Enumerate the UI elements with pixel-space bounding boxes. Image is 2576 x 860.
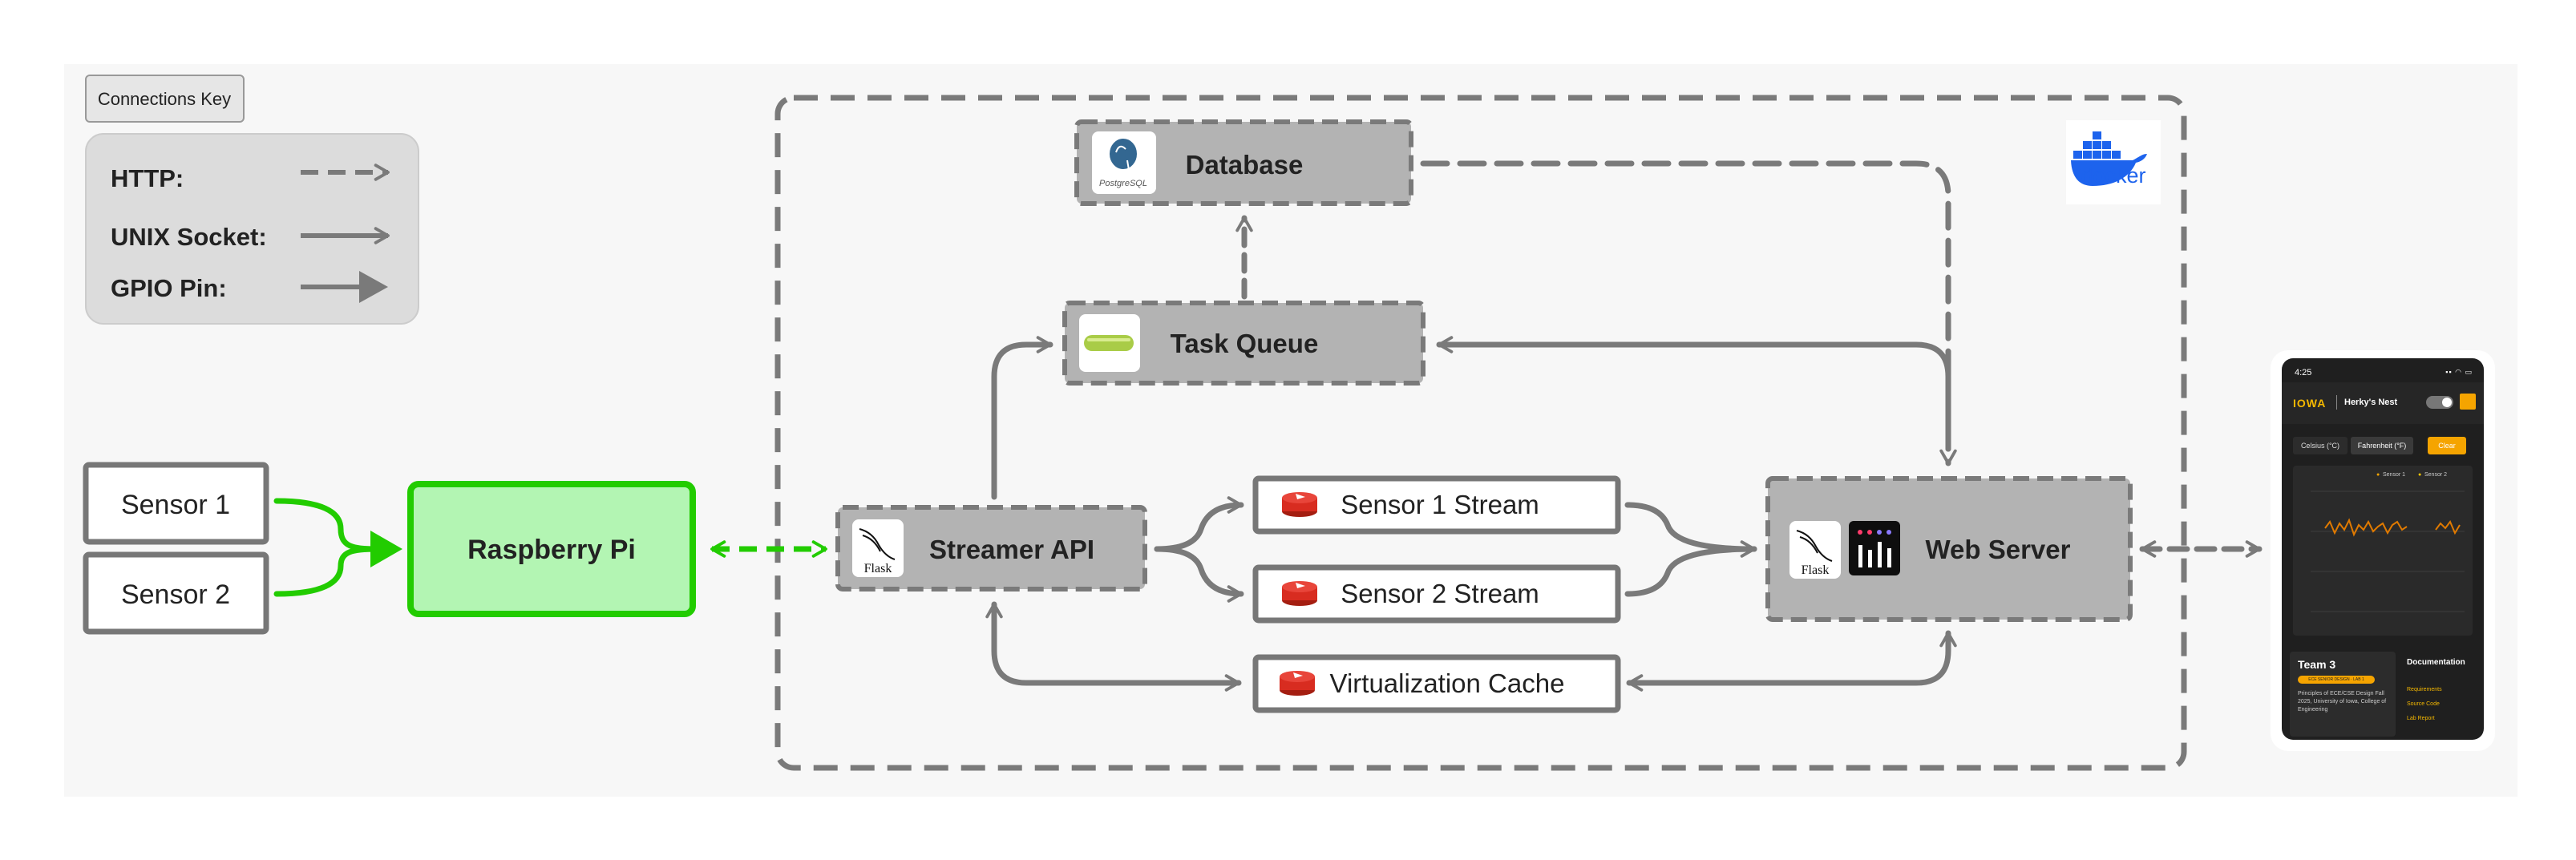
unit-selector: Celsius (°C) Fahrenheit (°F) Clear (2293, 437, 2473, 459)
docker-logo-text: docker (2081, 164, 2145, 188)
fahrenheit-button[interactable]: Fahrenheit (°F) (2351, 437, 2413, 454)
temperature-chart: ● Sensor 1 ● Sensor 2 (2293, 466, 2473, 636)
sensor1-stream-to-webserver (1624, 502, 1757, 558)
connections-key-label: Connections Key (98, 89, 231, 109)
streamer-to-taskqueue (991, 336, 1053, 500)
database-label: Database (1186, 150, 1304, 180)
sensor-1-node (83, 462, 269, 545)
sensor-2-stream-label: Sensor 2 Stream (1341, 579, 1539, 608)
legend-dot-1: ● (2376, 472, 2380, 478)
sensor-1-label: Sensor 1 (121, 490, 230, 520)
internal-connections (985, 160, 2263, 692)
streamer-cache-link (985, 601, 1242, 692)
phone-screen: 4:25 ▪▪ ◠ ▭ IOWA Herky's Nest Celsius (°… (2282, 358, 2484, 740)
phone-status-icons: ▪▪ ◠ ▭ (2445, 368, 2473, 376)
database-node (1074, 119, 1413, 206)
legend-sensor-1: Sensor 1 (2383, 472, 2406, 478)
docker-whale-icon (2071, 131, 2147, 186)
virtualization-cache-node (1252, 654, 1621, 713)
toggle-knob (2442, 398, 2452, 407)
clear-button[interactable]: Clear (2428, 437, 2466, 454)
flask-logo-text-webserver: Flask (1802, 563, 1830, 577)
sensor2-stream-to-webserver (1624, 546, 1757, 597)
postgres-logo-text: PostgreSQL (1099, 179, 1147, 188)
streamer-api-node (835, 505, 1147, 592)
redis-icon (1280, 671, 1315, 696)
metrics-bars-icon (1858, 530, 1891, 567)
team-card: Team 3 ECE SENIOR DESIGN · LAB 1 Princip… (2290, 652, 2396, 737)
web-server-label: Web Server (1926, 535, 2071, 564)
phone-time: 4:25 (2295, 368, 2312, 378)
flask-horn-icon (1796, 530, 1833, 562)
docker-logo: docker (2066, 120, 2161, 204)
streamer-to-sensor1-stream (1154, 496, 1244, 552)
menu-button[interactable] (2460, 394, 2476, 410)
streamer-api-label: Streamer API (929, 535, 1094, 564)
connections-key-button[interactable] (85, 75, 245, 123)
key-gpio-label: GPIO Pin: (111, 274, 227, 302)
gpio-arrowhead (370, 531, 402, 567)
team-title: Team 3 (2298, 658, 2336, 671)
celery-icon (1084, 335, 1134, 351)
metrics-app-icon (1849, 521, 1900, 575)
lab-report-link[interactable]: Lab Report (2407, 716, 2435, 721)
key-panel (85, 133, 419, 325)
postgres-elephant-icon (1108, 137, 1138, 171)
legend-dot-2: ● (2418, 472, 2422, 478)
sensor-1-line (2324, 518, 2408, 537)
web-server-node (1765, 476, 2133, 622)
streamer-to-sensor2-stream (1154, 546, 1244, 603)
redis-icon (1282, 492, 1317, 517)
sensor-2-line (2435, 520, 2461, 535)
key-http-label: HTTP: (111, 164, 184, 192)
redis-icon (1282, 581, 1317, 606)
celsius-button[interactable]: Celsius (°C) (2293, 437, 2348, 454)
source-code-link[interactable]: Source Code (2407, 701, 2440, 707)
sensor-2-node (83, 551, 269, 635)
sensor-1-stream-node (1252, 475, 1621, 535)
theme-toggle[interactable] (2426, 396, 2453, 409)
database-to-webserver (1420, 160, 1957, 466)
raspberry-pi-label: Raspberry Pi (467, 535, 636, 565)
gpio-connections (273, 498, 380, 597)
team-description: Principles of ECE/CSE Design Fall 2025, … (2298, 691, 2387, 713)
docker-container (774, 95, 2187, 771)
flask-logo-text-streamer: Flask (864, 562, 892, 575)
task-queue-node (1062, 301, 1425, 386)
app-title: Herky's Nest (2344, 398, 2398, 407)
documentation-panel: Documentation Requirements Source Code L… (2404, 652, 2481, 737)
sensor-2-label: Sensor 2 (121, 579, 230, 610)
virtualization-cache-label: Virtualization Cache (1330, 668, 1565, 698)
legend-sensor-2: Sensor 2 (2424, 472, 2448, 478)
raspberry-pi-node (407, 481, 696, 617)
flask-horn-icon (859, 528, 896, 560)
cache-webserver-link (1626, 630, 1957, 692)
header-divider (2336, 395, 2337, 410)
iowa-logo: IOWA (2293, 397, 2327, 410)
mobile-client-screenshot: 4:25 ▪▪ ◠ ▭ IOWA Herky's Nest Celsius (°… (2271, 350, 2495, 751)
sensor-1-stream-label: Sensor 1 Stream (1341, 490, 1539, 519)
key-unix-label: UNIX Socket: (111, 223, 267, 251)
team-badge: ECE SENIOR DESIGN · LAB 1 (2298, 676, 2375, 684)
requirements-link[interactable]: Requirements (2407, 687, 2442, 692)
chart-plot (2311, 491, 2465, 612)
sensor-2-stream-node (1252, 564, 1621, 624)
connections-key: Connections Key HTTP: UNIX Socket: GPIO … (85, 75, 419, 325)
documentation-title: Documentation (2407, 658, 2465, 667)
app-header: IOWA Herky's Nest (2282, 382, 2484, 424)
task-queue-label: Task Queue (1171, 329, 1319, 358)
webserver-to-taskqueue (1436, 336, 1951, 452)
key-gpio-arrowhead (359, 271, 388, 303)
